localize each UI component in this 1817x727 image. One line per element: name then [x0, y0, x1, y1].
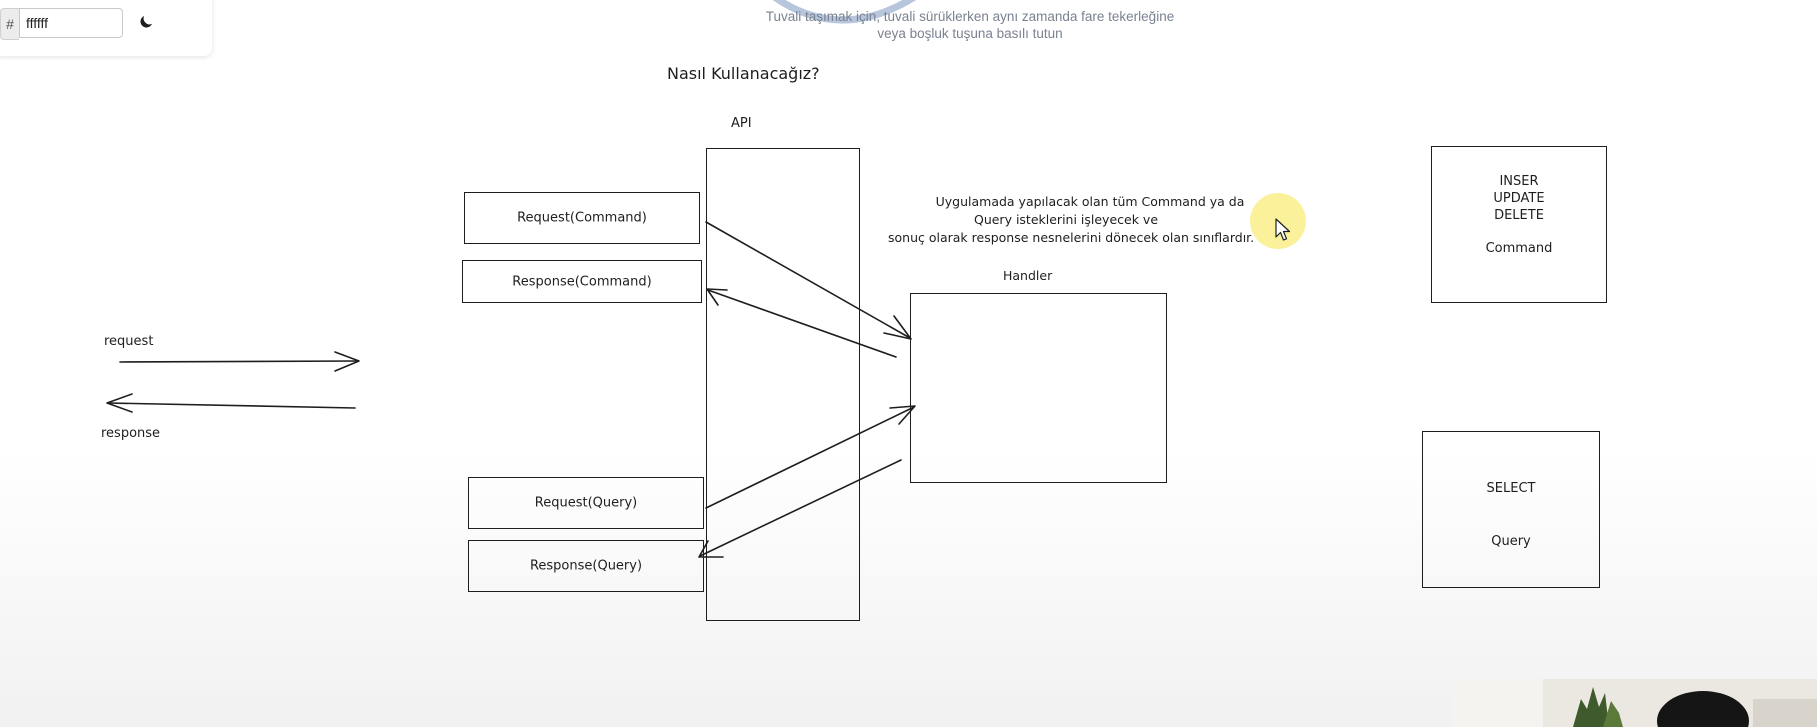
request-command-arrow [705, 221, 911, 339]
command-line-insert: INSER [1499, 174, 1539, 189]
handler-label: Handler [1003, 268, 1053, 283]
request-query-label: Request(Query) [534, 495, 638, 511]
request-query-box: Request(Query) [468, 477, 704, 529]
query-box: SELECT Query [1422, 431, 1600, 588]
command-box: INSER UPDATE DELETE Command [1431, 146, 1607, 303]
background-color-input[interactable] [19, 8, 123, 38]
app-logo-icon [772, 0, 917, 24]
query-line-query: Query [1491, 534, 1531, 549]
hash-prefix: # [0, 8, 19, 40]
moon-icon[interactable] [137, 13, 155, 31]
command-line-command: Command [1485, 241, 1553, 256]
response-label: response [101, 426, 161, 441]
command-line-update: UPDATE [1493, 191, 1545, 206]
response-command-arrow [707, 289, 897, 358]
handler-description: Uygulamada yapılacak olan tüm Command ya… [880, 193, 1280, 247]
response-query-arrow [699, 459, 902, 557]
handler-box [910, 293, 1167, 483]
request-command-box: Request(Command) [464, 192, 700, 244]
request-label: request [104, 334, 154, 349]
page-title: Nasıl Kullanacağız? [667, 64, 820, 83]
response-arrow [107, 402, 356, 409]
mouse-pointer-icon [1275, 218, 1291, 241]
description-line-1: Uygulamada yapılacak olan tüm Command ya… [935, 194, 1245, 209]
api-box [706, 148, 860, 621]
hint-line-2: veya boşluk tuşuna basılı tutun [877, 26, 1063, 41]
command-box-text: INSER UPDATE DELETE Command [1432, 173, 1606, 257]
query-line-select: SELECT [1486, 481, 1536, 496]
webcam-overlay [1453, 679, 1817, 727]
response-command-box: Response(Command) [462, 260, 702, 303]
description-line-3: sonuç olarak response nesnelerini dönece… [888, 230, 1255, 245]
description-line-2: Query isteklerini işleyecek ve [973, 212, 1159, 227]
canvas-pan-hint: Tuvali taşımak için, tuvali sürüklerken … [700, 8, 1240, 42]
request-query-arrow [705, 406, 915, 509]
api-label: API [731, 116, 752, 131]
hint-line-1: Tuvali taşımak için, tuvali sürüklerken … [765, 9, 1175, 24]
response-command-label: Response(Command) [512, 274, 652, 289]
response-query-label: Response(Query) [529, 558, 643, 574]
canvas-background-panel: # [0, 0, 212, 56]
response-query-box: Response(Query) [468, 540, 704, 592]
request-command-label: Request(Command) [517, 210, 647, 226]
command-line-delete: DELETE [1494, 208, 1544, 223]
request-arrow [119, 360, 359, 363]
webcam-image [1453, 679, 1817, 727]
